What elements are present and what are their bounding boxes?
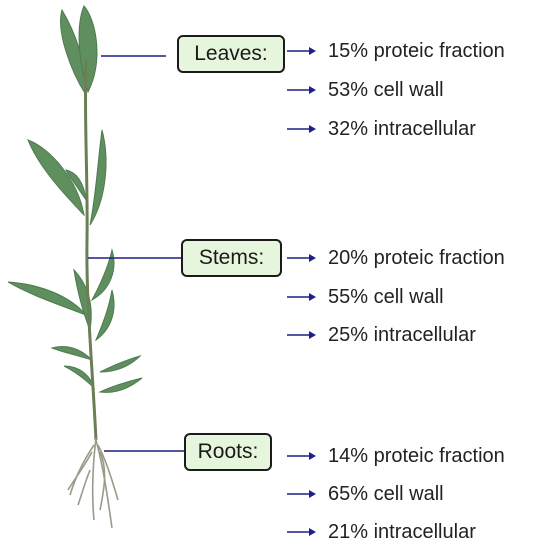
leaves-item-3: 32% intracellular [287,116,476,142]
arrow-right-icon [287,86,316,94]
stems-label: Stems: [181,239,282,277]
arrow-right-icon [287,254,316,262]
roots-item-text: 65% cell wall [328,482,444,505]
leaf [7,281,87,316]
leaf [90,248,115,302]
arrow-right-icon [287,125,316,133]
roots-item-2: 65% cell wall [287,481,444,507]
arrow-right-icon [287,490,316,498]
leaf [78,5,98,94]
leaf [73,268,92,332]
leaf [65,169,87,201]
leaves-label: Leaves: [177,35,285,73]
stems-item-text: 25% intracellular [328,323,476,346]
stems-item-text: 20% proteic fraction [328,246,505,269]
stems-item-1: 20% proteic fraction [287,245,505,271]
leaf [94,289,115,342]
roots [67,437,119,529]
leaf [27,139,85,217]
leaf [98,377,143,393]
roots-item-3: 21% intracellular [287,519,476,545]
leaf [50,346,93,361]
arrow-right-icon [287,331,316,339]
stem [83,59,98,441]
arrow-right-icon [287,528,316,536]
arrow-right-icon [287,293,316,301]
leaves-item-1: 15% proteic fraction [287,38,505,64]
leaves-item-text: 53% cell wall [328,78,444,101]
arrow-right-icon [287,452,316,460]
roots-item-text: 14% proteic fraction [328,444,505,467]
roots-item-1: 14% proteic fraction [287,443,505,469]
leaves-item-2: 53% cell wall [287,77,444,103]
leaf [89,129,107,226]
leaf [63,365,96,390]
leaves-item-text: 15% proteic fraction [328,39,505,62]
arrow-right-icon [287,47,316,55]
roots-item-text: 21% intracellular [328,520,476,543]
stems-item-text: 55% cell wall [328,285,444,308]
leaf [99,354,142,373]
roots-label: Roots: [184,433,272,471]
stems-item-2: 55% cell wall [287,284,444,310]
stems-item-3: 25% intracellular [287,322,476,348]
leaves-item-text: 32% intracellular [328,117,476,140]
